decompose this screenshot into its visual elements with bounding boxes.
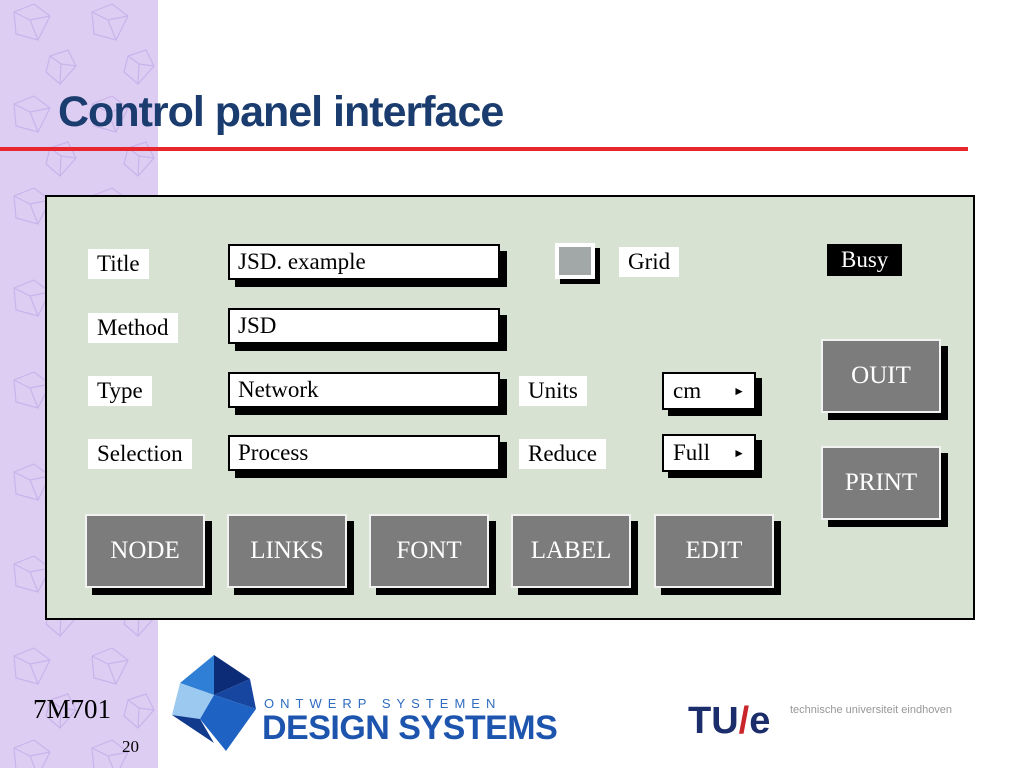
design-systems-gem-icon	[172, 655, 256, 751]
title-input[interactable]	[228, 244, 500, 280]
type-input[interactable]	[228, 372, 500, 408]
page-number: 20	[122, 737, 139, 756]
page-title: Control panel interface	[58, 88, 504, 136]
reduce-dropdown[interactable]: Full ►	[662, 434, 756, 472]
dropdown-arrow-icon: ►	[733, 384, 745, 398]
units-label: Units	[519, 376, 587, 406]
type-field-label: Type	[88, 376, 152, 406]
reduce-dropdown-value: Full	[673, 440, 711, 465]
node-button[interactable]: NODE	[85, 514, 205, 588]
print-button[interactable]: PRINT	[821, 446, 941, 520]
tue-logo-slash: /	[738, 700, 750, 742]
quit-button[interactable]: OUIT	[821, 339, 941, 413]
selection-input[interactable]	[228, 435, 500, 471]
edit-button[interactable]: EDIT	[654, 514, 774, 588]
dropdown-arrow-icon: ►	[733, 446, 745, 460]
design-systems-wordmark: DESIGN SYSTEMS	[262, 709, 558, 747]
design-systems-logo: ONTWERP SYSTEMEN DESIGN SYSTEMS	[170, 652, 600, 756]
method-input[interactable]	[228, 308, 500, 344]
busy-indicator: Busy	[827, 244, 903, 276]
grid-checkbox[interactable]	[555, 243, 595, 279]
tue-caption: technische universiteit eindhoven	[790, 704, 953, 716]
reduce-label: Reduce	[519, 439, 606, 469]
units-dropdown-value: cm	[673, 378, 702, 403]
font-button[interactable]: FONT	[369, 514, 489, 588]
grid-checkbox-box	[559, 247, 591, 275]
method-field-label: Method	[88, 313, 178, 343]
title-field-label: Title	[88, 249, 149, 279]
label-button[interactable]: LABEL	[511, 514, 631, 588]
units-dropdown[interactable]: cm ►	[662, 372, 756, 410]
grid-label: Grid	[619, 247, 680, 277]
links-button[interactable]: LINKS	[227, 514, 347, 588]
control-panel: Title Grid Busy Method Type Units cm ► S…	[45, 195, 975, 620]
selection-field-label: Selection	[88, 439, 192, 469]
title-underline-rule	[0, 147, 968, 151]
tue-logo: TU/e technische universiteit eindhoven	[688, 700, 1008, 748]
tue-logo-e: e	[749, 700, 771, 742]
tue-logo-tu: TU	[688, 700, 739, 742]
design-systems-subtitle: ONTWERP SYSTEMEN	[264, 696, 502, 711]
course-code: 7M701	[33, 694, 112, 724]
